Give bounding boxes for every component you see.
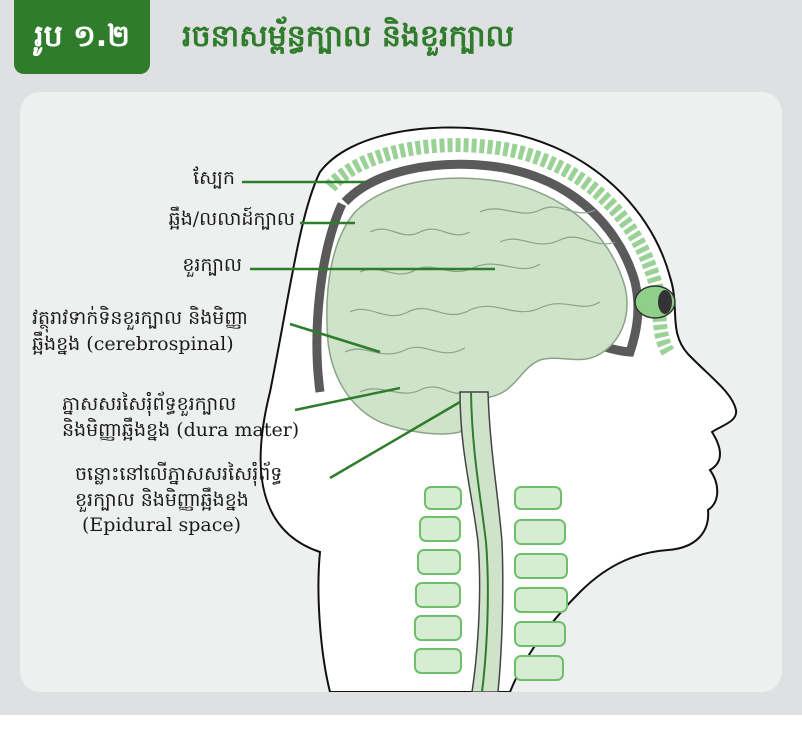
label-dura-line2: និងមិញ្ញាឆ្អឹងខ្នង (dura mater) [62, 418, 299, 446]
figure-number: រូប ១.២ [14, 0, 150, 74]
label-scalp: ស្បែក [170, 166, 235, 194]
label-skull: ឆ្អឹង/លលាដ៍ក្បាល [95, 207, 295, 235]
label-epidural-line3: (Epidural space) [82, 514, 241, 536]
label-epidural-line1: ចន្លោះនៅលើភ្នាសសរសៃរុំព័ទ្ធ [75, 462, 282, 490]
label-epidural-line2: ខួរក្បាល និងមិញ្ញាឆ្អឹងខ្នង [75, 488, 249, 516]
label-brain: ខួរក្បាល [120, 253, 242, 281]
label-csf-line2: ឆ្អឹងខ្នង (cerebrospinal) [32, 332, 234, 360]
label-dura-line1: ភ្នាសសរសៃរុំព័ទ្ធខួរក្បាល [62, 392, 236, 420]
illustration-panel: ស្បែក ឆ្អឹង/លលាដ៍ក្បាល ខួរក្បាល វត្ថុរាវ… [20, 92, 782, 692]
label-csf-line1: វត្ថុរាវទាក់ទិនខួរក្បាល និងមិញ្ញា [32, 306, 248, 334]
figure-title: រចនាសម្ព័ន្ធក្បាល និងខួរក្បាល [182, 0, 514, 74]
